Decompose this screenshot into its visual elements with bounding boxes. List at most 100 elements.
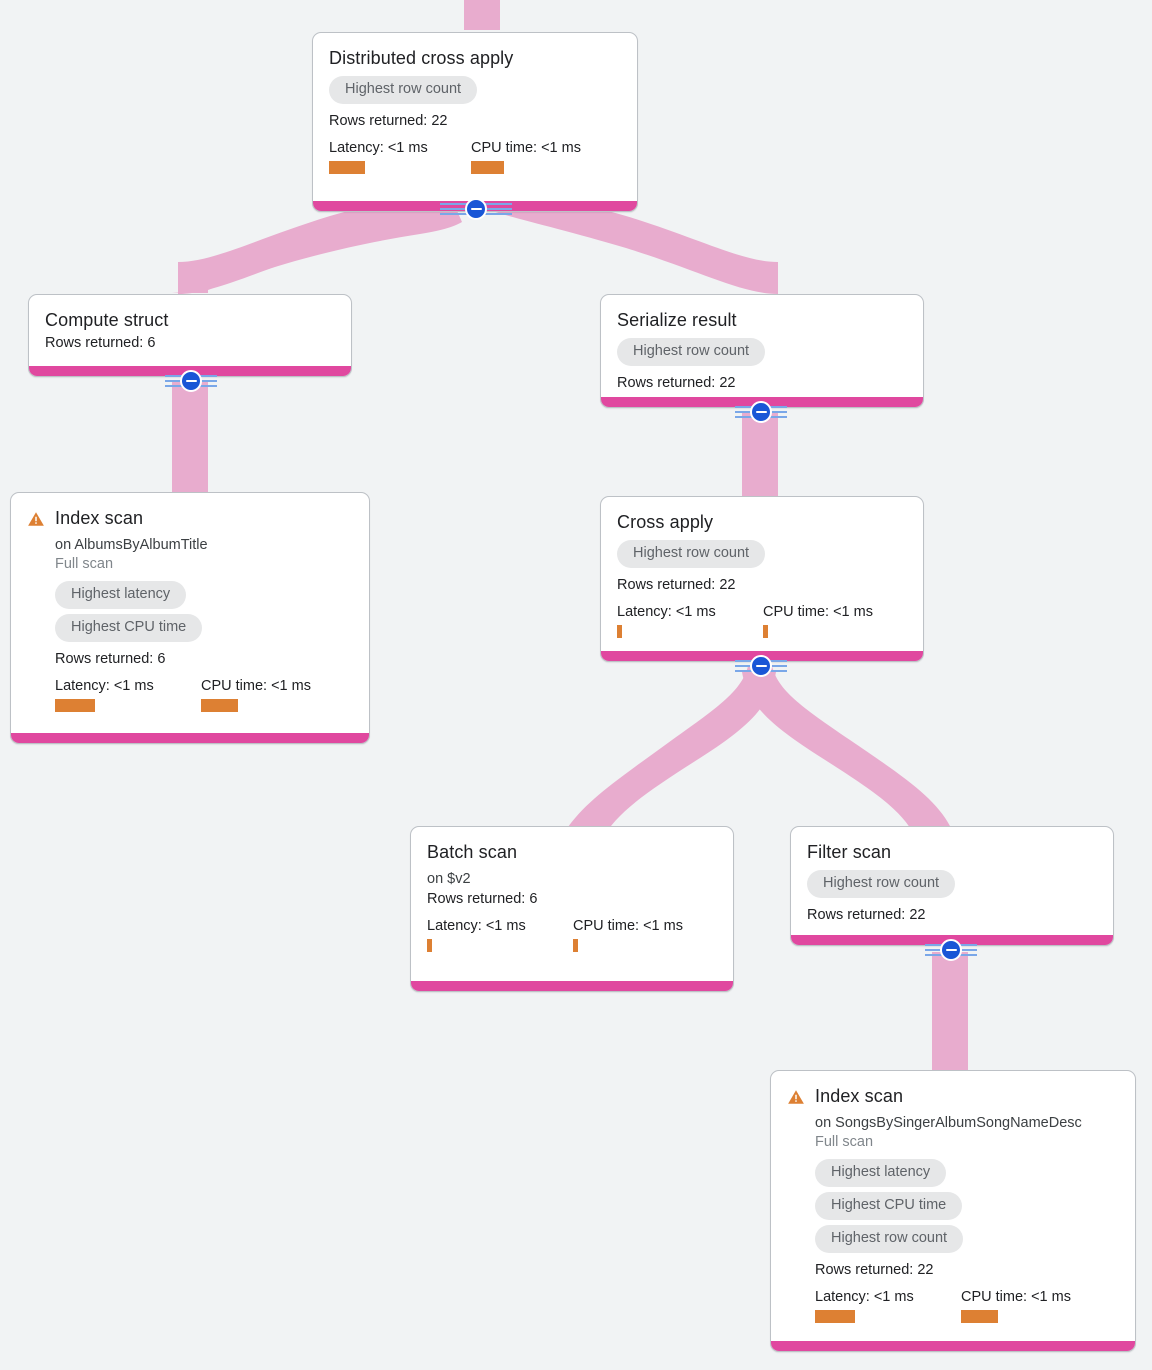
collapse-toggle-filter-scan[interactable]	[940, 939, 962, 961]
metric-latency-label: Latency: <1 ms	[55, 678, 154, 694]
node-chips: Highest row count	[807, 868, 1097, 901]
node-rows-returned: Rows returned: 22	[329, 113, 448, 129]
node-chips: Highest row count	[617, 336, 907, 369]
edge-filter-to-index-songs	[932, 952, 968, 1070]
chip-highest-row-count: Highest row count	[617, 540, 766, 568]
collapse-toggle-cross-apply[interactable]	[750, 655, 772, 677]
metric-latency-bar	[617, 625, 622, 638]
node-rows-returned: Rows returned: 22	[815, 1262, 934, 1278]
node-metrics: Latency: <1 ms CPU time: <1 ms	[329, 139, 621, 174]
node-rows-returned: Rows returned: 6	[45, 335, 156, 351]
node-rows-returned: Rows returned: 22	[807, 907, 926, 923]
node-status-bar	[771, 1341, 1135, 1351]
collapse-toggle-distributed-cross-apply[interactable]	[465, 198, 487, 220]
edge-compute-to-index-albums	[172, 382, 208, 500]
node-chips: Highest row count	[329, 74, 621, 107]
node-distributed-cross-apply[interactable]: Distributed cross apply Highest row coun…	[312, 32, 638, 212]
node-title: Cross apply	[617, 512, 714, 532]
node-header: Filter scan Highest row count Rows retur…	[807, 841, 1097, 925]
node-cross-apply[interactable]: Cross apply Highest row count Rows retur…	[600, 496, 924, 662]
chip-highest-cpu-time: Highest CPU time	[815, 1192, 963, 1220]
metric-cpu-label: CPU time: <1 ms	[961, 1289, 1071, 1305]
metric-latency-bar	[815, 1310, 855, 1323]
metric-cpu: CPU time: <1 ms	[471, 139, 581, 174]
node-status-bar	[411, 981, 733, 991]
edge-root-to-compute-struct	[172, 206, 462, 293]
metric-cpu: CPU time: <1 ms	[573, 917, 683, 952]
metric-cpu-label: CPU time: <1 ms	[763, 604, 873, 620]
node-scan-note: Full scan	[55, 556, 114, 572]
node-title: Serialize result	[617, 310, 737, 330]
node-compute-struct[interactable]: Compute struct Rows returned: 6	[28, 294, 352, 377]
node-metrics: Latency: <1 ms CPU time: <1 ms	[427, 917, 717, 952]
metric-cpu: CPU time: <1 ms	[763, 603, 873, 638]
node-header: Distributed cross apply Highest row coun…	[329, 47, 621, 174]
node-title: Batch scan	[427, 842, 518, 862]
node-serialize-result[interactable]: Serialize result Highest row count Rows …	[600, 294, 924, 408]
node-header: Serialize result Highest row count Rows …	[617, 309, 907, 393]
metric-cpu-label: CPU time: <1 ms	[573, 918, 683, 934]
metric-cpu: CPU time: <1 ms	[201, 677, 311, 712]
chip-highest-row-count: Highest row count	[617, 338, 766, 366]
node-header: Index scan on SongsBySingerAlbumSongName…	[787, 1085, 1119, 1323]
node-title: Filter scan	[807, 842, 892, 862]
chip-highest-cpu-time: Highest CPU time	[55, 614, 203, 642]
node-metrics: Latency: <1 ms CPU time: <1 ms	[815, 1288, 1119, 1323]
metric-cpu-bar	[961, 1310, 998, 1323]
node-chips: Highest latency Highest CPU time Highest…	[815, 1157, 1119, 1256]
chip-highest-row-count: Highest row count	[815, 1225, 964, 1253]
warning-icon	[787, 1088, 805, 1106]
node-rows-returned: Rows returned: 6	[55, 651, 166, 667]
node-subtitle: on AlbumsByAlbumTitle	[55, 537, 208, 553]
edge-serialize-to-cross-apply	[742, 412, 778, 498]
metric-cpu: CPU time: <1 ms	[961, 1288, 1071, 1323]
metric-cpu-bar	[763, 625, 768, 638]
metric-latency: Latency: <1 ms	[617, 603, 763, 638]
node-index-scan-songs[interactable]: Index scan on SongsBySingerAlbumSongName…	[770, 1070, 1136, 1352]
node-title: Index scan	[55, 508, 144, 528]
metric-cpu-label: CPU time: <1 ms	[471, 140, 581, 156]
metric-latency: Latency: <1 ms	[427, 917, 573, 952]
node-header: Cross apply Highest row count Rows retur…	[617, 511, 907, 638]
node-filter-scan[interactable]: Filter scan Highest row count Rows retur…	[790, 826, 1114, 946]
node-metrics: Latency: <1 ms CPU time: <1 ms	[55, 677, 353, 712]
node-chips: Highest latency Highest CPU time	[55, 579, 353, 645]
warning-icon	[27, 510, 45, 528]
edge-cross-apply-to-filter	[742, 666, 952, 840]
node-rows-returned: Rows returned: 22	[617, 577, 736, 593]
node-scan-note: Full scan	[815, 1134, 874, 1150]
collapse-toggle-compute-struct[interactable]	[180, 370, 202, 392]
metric-latency: Latency: <1 ms	[329, 139, 471, 174]
metric-latency-label: Latency: <1 ms	[329, 140, 428, 156]
edge-inlet-root	[464, 0, 500, 30]
metric-cpu-bar	[471, 161, 504, 174]
chip-highest-row-count: Highest row count	[329, 76, 478, 104]
metric-cpu-bar	[201, 699, 238, 712]
node-rows-returned: Rows returned: 6	[427, 891, 538, 907]
node-header: Index scan on AlbumsByAlbumTitle Full sc…	[27, 507, 353, 712]
node-chips: Highest row count	[617, 538, 907, 571]
metric-latency-label: Latency: <1 ms	[617, 604, 716, 620]
metric-latency-label: Latency: <1 ms	[427, 918, 526, 934]
metric-cpu-label: CPU time: <1 ms	[201, 678, 311, 694]
chip-highest-row-count: Highest row count	[807, 870, 956, 898]
metric-latency-bar	[329, 161, 365, 174]
node-title: Index scan	[815, 1086, 904, 1106]
node-rows-returned: Rows returned: 22	[617, 375, 736, 391]
metric-latency-label: Latency: <1 ms	[815, 1289, 914, 1305]
node-subtitle: on SongsBySingerAlbumSongNameDesc	[815, 1115, 1082, 1131]
node-header: Compute struct Rows returned: 6	[45, 309, 335, 353]
collapse-toggle-serialize-result[interactable]	[750, 401, 772, 423]
metric-latency: Latency: <1 ms	[815, 1288, 961, 1323]
node-metrics: Latency: <1 ms CPU time: <1 ms	[617, 603, 907, 638]
metric-latency: Latency: <1 ms	[55, 677, 201, 712]
node-batch-scan[interactable]: Batch scan on $v2 Rows returned: 6 Laten…	[410, 826, 734, 992]
metric-cpu-bar	[573, 939, 578, 952]
edge-cross-apply-to-batch	[566, 666, 776, 840]
chip-highest-latency: Highest latency	[815, 1159, 947, 1187]
node-subtitle: on $v2	[427, 871, 471, 887]
node-header: Batch scan on $v2 Rows returned: 6 Laten…	[427, 841, 717, 952]
metric-latency-bar	[55, 699, 95, 712]
node-index-scan-albums[interactable]: Index scan on AlbumsByAlbumTitle Full sc…	[10, 492, 370, 744]
